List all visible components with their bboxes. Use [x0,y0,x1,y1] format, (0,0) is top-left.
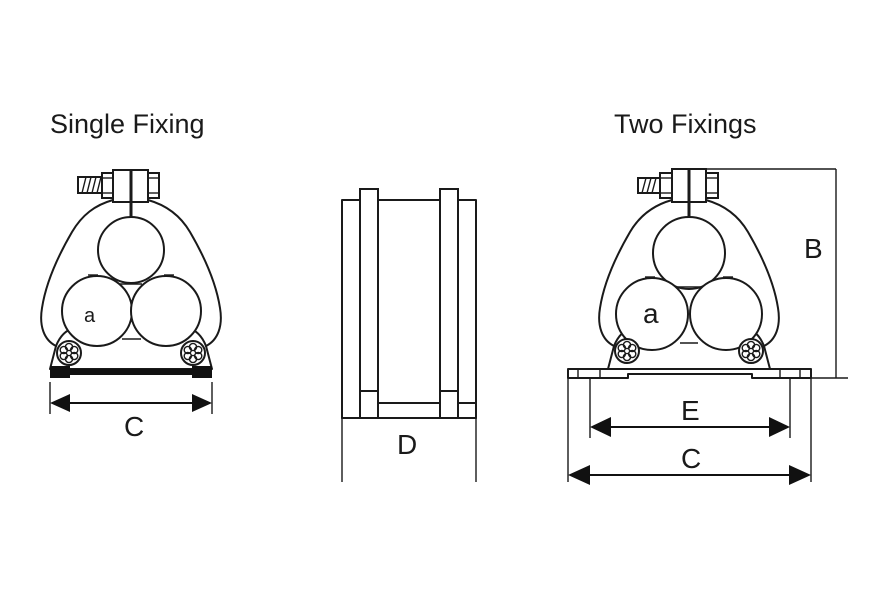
single-nut-right [147,172,160,199]
side-flange-left [359,188,379,419]
single-base-plate [50,369,212,375]
two-bolt-head-left [614,338,640,364]
side-flange-right [439,188,459,419]
single-cable-left [61,275,133,347]
side-dimension-d-label: D [397,429,417,460]
two-nut-right [705,172,719,199]
single-cable-top [97,216,165,284]
two-clamp-body [598,199,780,347]
two-cable-right [689,277,763,351]
single-bolt-head-left [56,340,82,366]
side-view: D [341,188,477,482]
two-dimension-c-label: C [681,443,701,474]
two-bolt-head-right [738,338,764,364]
two-cable-top [652,216,726,290]
single-bolt-head-right [180,340,206,366]
two-fixings-title: Two Fixings [614,109,757,139]
two-base-plate [567,368,812,379]
single-cable-label: a [84,305,96,327]
two-cable-label: a [643,298,659,329]
single-cable-right [130,275,202,347]
single-clamp-body [40,199,222,347]
single-nut-left [101,172,114,199]
single-dimension-c-label: C [124,411,144,442]
two-dimension-e-label: E [681,395,700,426]
two-fixings-view: Two Fixings B a [567,109,848,485]
single-fixing-view: Single Fixing a [40,109,222,442]
two-dimension-b-label: B [804,233,823,264]
single-fixing-title: Single Fixing [50,109,205,139]
two-cable-left [615,277,689,351]
single-bolt-thread [77,176,103,194]
two-nut-left [659,172,673,199]
